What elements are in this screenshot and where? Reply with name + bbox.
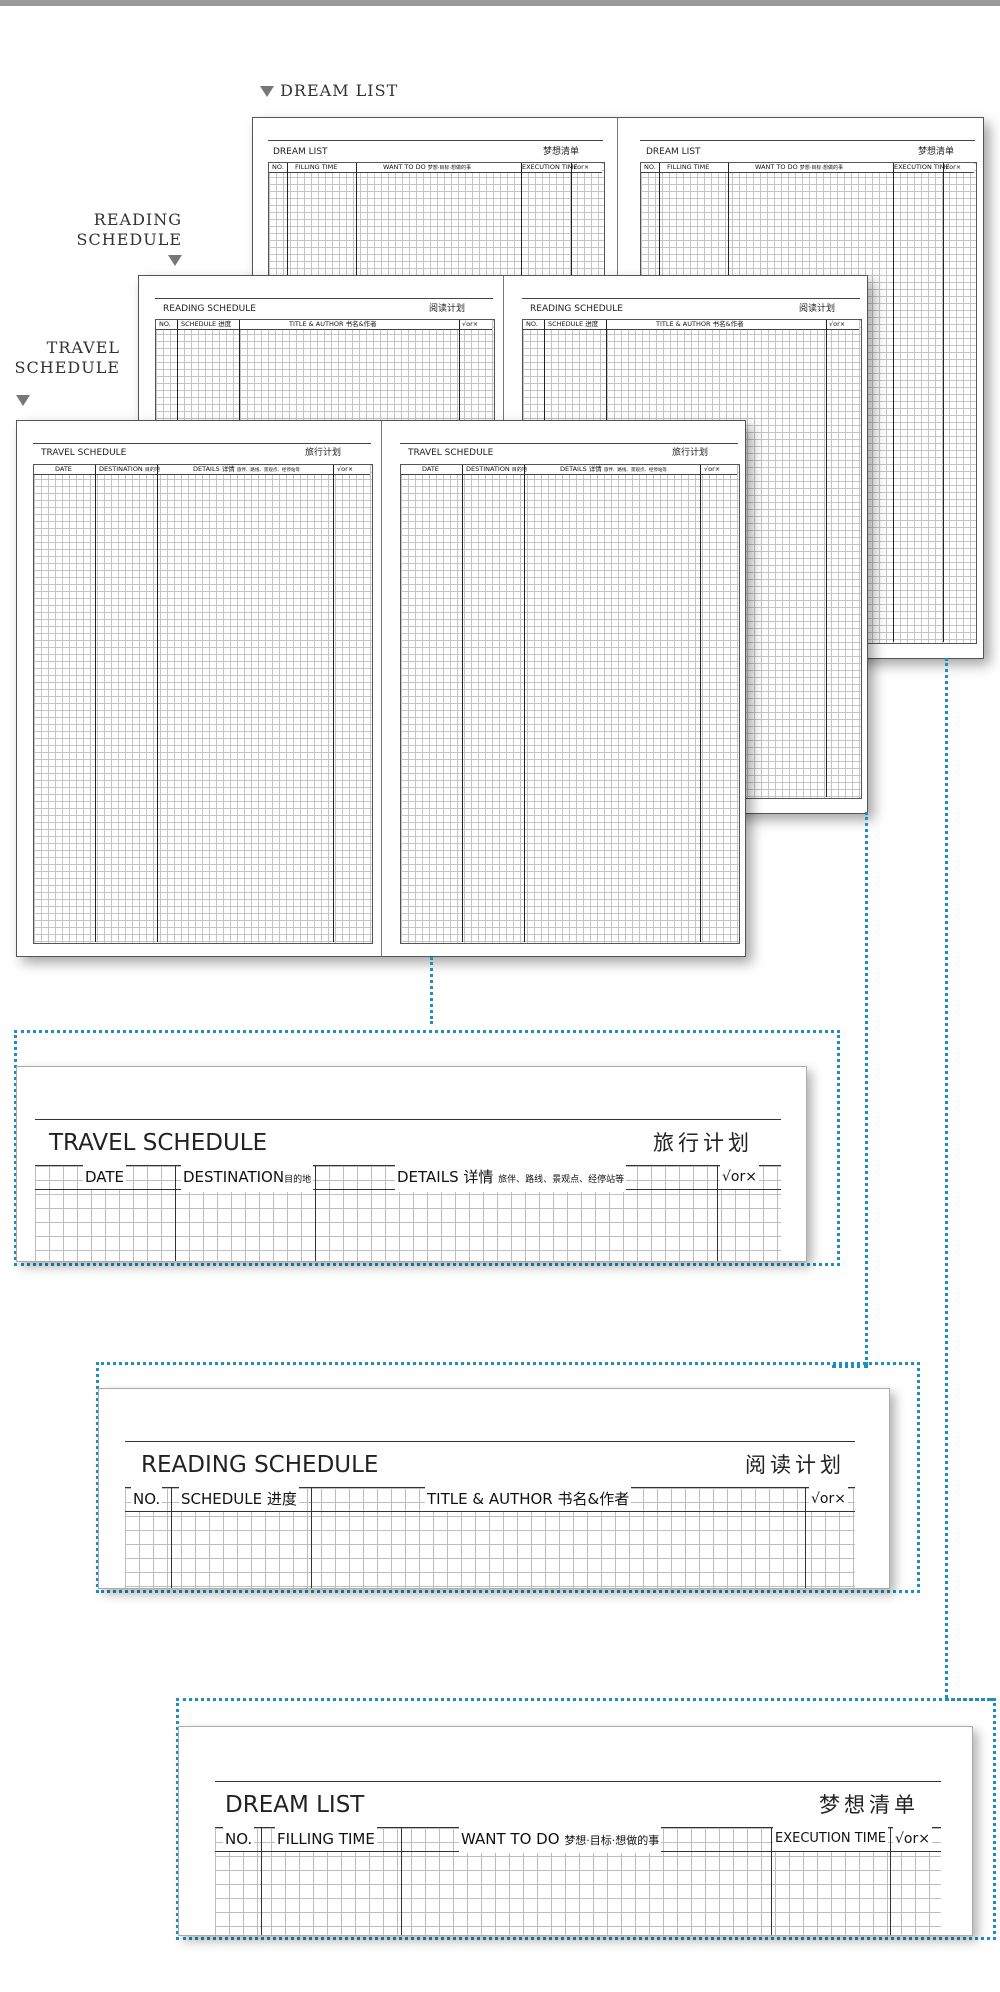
triangle-down-icon	[16, 395, 30, 406]
col-no: NO.	[526, 320, 538, 328]
dream-list-zoom: DREAM LIST 梦想清单 NO. FILLING TIME WANT TO…	[178, 1726, 973, 1936]
col-no: NO.	[272, 163, 284, 171]
col-filling-time: FILLING TIME	[667, 163, 710, 171]
col-title-author: TITLE & AUTHOR 书名&作者	[656, 320, 744, 328]
col-details: DETAILS 详情 旅伴、路线、景观点、经停站等	[560, 465, 667, 473]
caption-dream-text: DREAM LIST	[280, 81, 399, 100]
caption-dream-list: DREAM LIST	[260, 81, 398, 101]
page-title: TRAVEL SCHEDULE	[41, 448, 127, 458]
page-title-cn: 梦想清单	[918, 147, 955, 157]
col-schedule: SCHEDULE 进度	[181, 320, 232, 328]
grid-area	[33, 464, 373, 944]
col-check: √or×	[337, 465, 354, 473]
page-title: TRAVEL SCHEDULE	[408, 448, 494, 458]
zoom-col-title-author: TITLE & AUTHOR 书名&作者	[425, 1487, 632, 1511]
travel-schedule-spread: TRAVEL SCHEDULE 旅行计划 DATE DESTINATION 目的…	[16, 420, 746, 957]
top-divider	[0, 0, 1000, 6]
col-destination: DESTINATION 目的地	[466, 465, 527, 473]
col-check: √or×	[462, 320, 479, 328]
col-filling-time: FILLING TIME	[295, 163, 338, 171]
page-title: DREAM LIST	[273, 147, 328, 157]
col-check: √or×	[945, 163, 962, 171]
page-title-cn: 旅行计划	[305, 448, 342, 458]
col-check: √or×	[829, 320, 846, 328]
page-title: READING SCHEDULE	[163, 304, 256, 314]
col-execution-time: EXECUTION TIME	[522, 163, 578, 171]
col-no: NO.	[159, 320, 171, 328]
col-want-to-do: WANT TO DO 梦想·目标·想做的事	[383, 163, 471, 171]
col-date: DATE	[422, 465, 439, 473]
zoom-col-want-to-do: WANT TO DO 梦想·目标·想做的事	[459, 1827, 662, 1853]
col-title-author: TITLE & AUTHOR 书名&作者	[289, 320, 377, 328]
connector-reading-h	[832, 1365, 868, 1368]
zoom-col-no: NO.	[223, 1827, 255, 1851]
col-schedule: SCHEDULE 进度	[548, 320, 599, 328]
caption-reading-schedule: READING SCHEDULE	[72, 210, 182, 270]
col-destination: DESTINATION 目的地	[99, 465, 160, 473]
triangle-down-icon	[260, 86, 274, 97]
connector-reading	[865, 812, 868, 1365]
zoom-col-date: DATE	[83, 1165, 127, 1189]
travel-schedule-page-left: TRAVEL SCHEDULE 旅行计划 DATE DESTINATION 目的…	[17, 421, 381, 956]
page-title-cn: 旅行计划	[672, 448, 709, 458]
zoom-title: DREAM LIST	[225, 1792, 365, 1818]
caption-travel-line1: TRAVEL	[46, 338, 120, 357]
dream-zoom-frame	[176, 1698, 996, 1940]
reading-zoom-frame	[96, 1362, 920, 1593]
zoom-col-destination: DESTINATION目的地	[181, 1165, 314, 1192]
travel-zoom-frame	[14, 1030, 840, 1266]
zoom-title-cn: 梦想清单	[819, 1793, 919, 1817]
caption-travel-line2: SCHEDULE	[14, 358, 120, 377]
col-execution-time: EXECUTION TIME	[894, 163, 950, 171]
col-date: DATE	[55, 465, 72, 473]
zoom-col-check: √or×	[720, 1165, 759, 1189]
col-no: NO.	[644, 163, 656, 171]
spine	[381, 421, 382, 956]
caption-travel-arrow	[16, 390, 30, 409]
zoom-col-check: √or×	[809, 1487, 848, 1511]
triangle-down-icon	[168, 255, 182, 266]
connector-dream	[945, 658, 948, 1698]
zoom-col-details: DETAILS 详情 旅伴、路线、景观点、经停站等	[395, 1165, 627, 1192]
col-want-to-do: WANT TO DO 梦想·目标·想做的事	[755, 163, 843, 171]
page-title: READING SCHEDULE	[530, 304, 623, 314]
page-title-cn: 阅读计划	[799, 304, 836, 314]
travel-schedule-page-right: TRAVEL SCHEDULE 旅行计划 DATE DESTINATION 目的…	[382, 421, 745, 956]
caption-reading-line2: SCHEDULE	[76, 230, 182, 249]
reading-schedule-zoom: READING SCHEDULE 阅读计划 NO. SCHEDULE 进度 TI…	[98, 1388, 890, 1589]
caption-travel-schedule: TRAVEL SCHEDULE	[10, 338, 120, 378]
zoom-col-check: √or×	[893, 1827, 932, 1851]
caption-reading-line1: READING	[93, 210, 182, 229]
zoom-col-schedule: SCHEDULE 进度	[179, 1487, 299, 1511]
zoom-col-no: NO.	[131, 1487, 163, 1511]
page-title: DREAM LIST	[646, 147, 701, 157]
grid-area	[400, 464, 740, 944]
col-check: √or×	[704, 465, 721, 473]
col-details: DETAILS 详情 旅伴、路线、景观点、经停站等	[193, 465, 300, 473]
connector-travel	[430, 957, 433, 1024]
zoom-title-cn: 旅行计划	[653, 1131, 753, 1155]
zoom-title: TRAVEL SCHEDULE	[49, 1130, 268, 1156]
zoom-col-filling-time: FILLING TIME	[275, 1827, 377, 1851]
travel-schedule-zoom: TRAVEL SCHEDULE 旅行计划 DATE DESTINATION目的地…	[16, 1066, 807, 1262]
zoom-title-cn: 阅读计划	[745, 1453, 845, 1477]
zoom-title: READING SCHEDULE	[141, 1452, 379, 1478]
page-title-cn: 梦想清单	[543, 147, 580, 157]
zoom-col-execution-time: EXECUTION TIME	[773, 1827, 888, 1851]
page-title-cn: 阅读计划	[429, 304, 466, 314]
col-check: √or×	[573, 163, 590, 171]
